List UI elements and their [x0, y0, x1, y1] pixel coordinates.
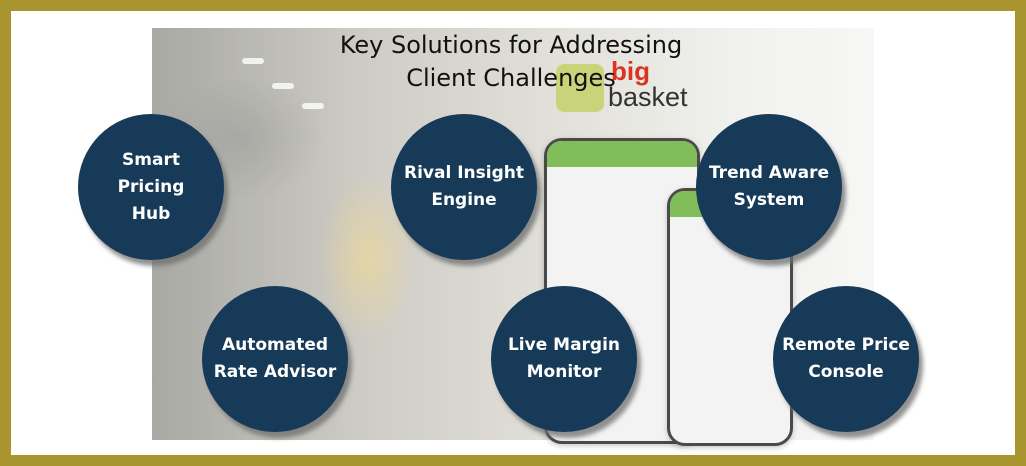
solution-circle-smart-pricing-hub: Smart Pricing Hub — [78, 114, 224, 260]
logo-text-big: big — [611, 56, 650, 86]
solution-label: Remote Price Console — [782, 335, 910, 382]
page-title-text: Key Solutions for Addressing Client Chal… — [339, 31, 683, 92]
ceiling-light — [242, 58, 264, 64]
solution-label: Rival Insight Engine — [404, 163, 524, 210]
solution-label: Trend Aware System — [708, 163, 830, 210]
solution-circle-automated-rate-advisor: Automated Rate Advisor — [202, 286, 348, 432]
solution-circle-trend-aware-system: Trend Aware System — [696, 114, 842, 260]
solution-label: Smart Pricing Hub — [117, 149, 185, 224]
phone-header — [547, 141, 697, 167]
logo-mark — [556, 64, 604, 112]
ceiling-light — [272, 83, 294, 89]
solution-label: Live Margin Monitor — [507, 335, 621, 382]
logo-text-basket: basket — [608, 82, 688, 112]
solution-label: Automated Rate Advisor — [213, 335, 337, 382]
page-title: Key Solutions for Addressing Client Chal… — [261, 29, 761, 95]
bigbasket-logo: big basket — [556, 56, 756, 126]
ceiling-light — [302, 103, 324, 109]
solution-circle-live-margin-monitor: Live Margin Monitor — [491, 286, 637, 432]
solution-circle-remote-price-console: Remote Price Console — [773, 286, 919, 432]
solution-circle-rival-insight-engine: Rival Insight Engine — [391, 114, 537, 260]
